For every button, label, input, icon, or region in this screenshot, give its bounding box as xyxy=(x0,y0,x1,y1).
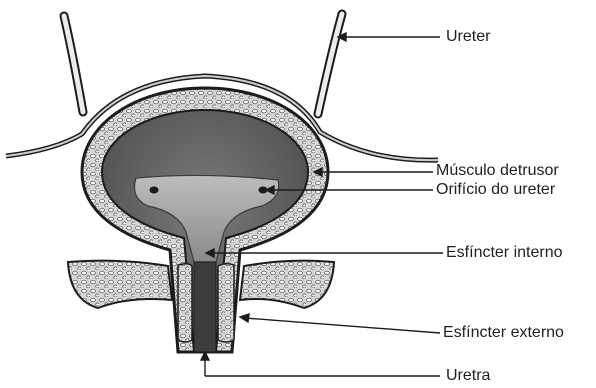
pelvic-floor-right xyxy=(240,261,334,308)
urethra-tube xyxy=(194,262,216,352)
label-ureter: Ureter xyxy=(446,28,490,46)
external-sphincter-leader xyxy=(245,318,440,333)
left-ureter-orifice xyxy=(150,187,159,194)
label-external-sphincter: Esfíncter externo xyxy=(443,324,564,342)
label-urethra: Uretra xyxy=(446,367,490,385)
external-sphincter-right xyxy=(218,264,234,342)
label-internal-sphincter: Esfíncter interno xyxy=(446,244,563,262)
external-sphincter-left xyxy=(178,264,192,342)
pelvic-floor-left xyxy=(68,261,172,308)
label-detrusor: Músculo detrusor xyxy=(436,162,559,180)
label-ureter-orifice: Orifício do ureter xyxy=(436,181,555,199)
